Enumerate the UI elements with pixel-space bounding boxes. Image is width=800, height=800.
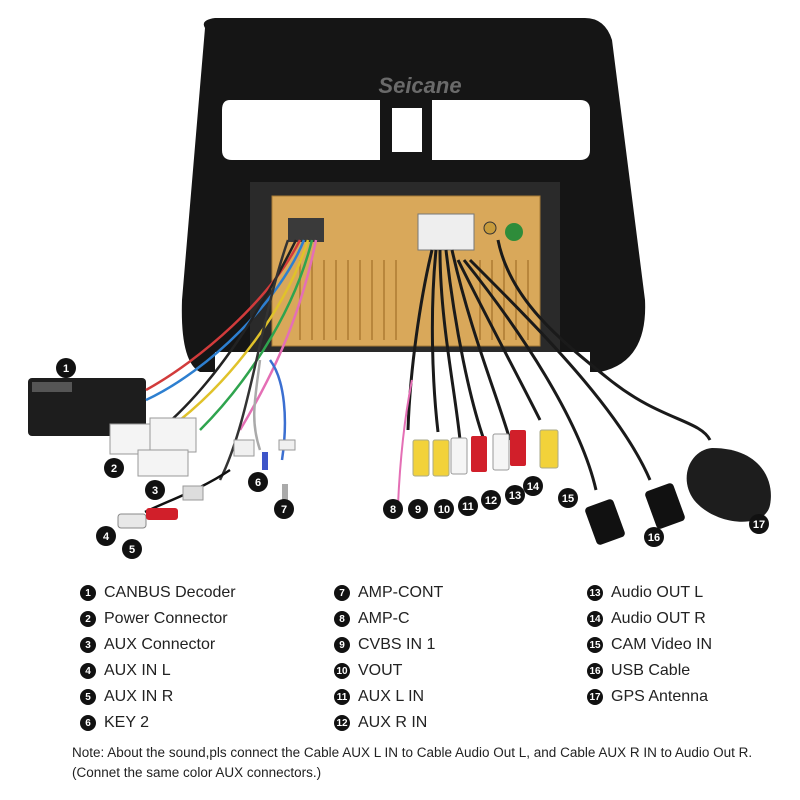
svg-text:12: 12 bbox=[485, 495, 497, 507]
legend-label: VOUT bbox=[358, 662, 403, 679]
aux-in-plugs bbox=[117, 508, 178, 529]
svg-text:15: 15 bbox=[562, 493, 574, 505]
aux-connector bbox=[182, 485, 204, 501]
svg-text:7: 7 bbox=[281, 504, 287, 516]
legend-label: AMP-C bbox=[358, 610, 410, 627]
callout-6: 6 bbox=[248, 472, 268, 492]
callout-12: 12 bbox=[481, 490, 501, 510]
legend-label: Power Connector bbox=[104, 610, 228, 627]
legend-label: AMP-CONT bbox=[358, 584, 444, 601]
rca-cables bbox=[397, 239, 712, 506]
canbus-decoder bbox=[28, 378, 146, 436]
svg-text:16: 16 bbox=[648, 532, 660, 544]
legend-label: USB Cable bbox=[611, 662, 691, 679]
gps-antenna bbox=[686, 448, 771, 522]
wiring-diagram: Seicane bbox=[28, 18, 771, 559]
svg-text:1: 1 bbox=[63, 363, 69, 375]
callouts: 1 2 3 4 5 6 7 8 9 10 11 12 13 14 15 16 1… bbox=[56, 358, 769, 559]
legend-label: CVBS IN 1 bbox=[358, 636, 436, 653]
power-connector bbox=[109, 417, 197, 477]
rca-plugs bbox=[412, 429, 559, 477]
callout-2: 2 bbox=[104, 458, 124, 478]
svg-text:14: 14 bbox=[527, 481, 540, 493]
callout-1: 1 bbox=[56, 358, 76, 378]
svg-text:5: 5 bbox=[129, 544, 135, 556]
callout-9: 9 bbox=[408, 499, 428, 519]
note-text: Note: About the sound,pls connect the Ca… bbox=[72, 745, 753, 780]
usb-cable-ends bbox=[585, 483, 685, 545]
callout-14: 14 bbox=[523, 476, 543, 496]
callout-5: 5 bbox=[122, 539, 142, 559]
svg-text:6: 6 bbox=[255, 477, 261, 489]
svg-text:3: 3 bbox=[152, 485, 158, 497]
legend-label: AUX L IN bbox=[358, 688, 425, 705]
legend-label: GPS Antenna bbox=[611, 688, 708, 705]
key-amp-plugs bbox=[233, 439, 296, 502]
legend-label: Audio OUT R bbox=[611, 610, 706, 627]
svg-text:17: 17 bbox=[753, 519, 765, 531]
callout-4: 4 bbox=[96, 526, 116, 546]
callout-11: 11 bbox=[458, 496, 478, 516]
callout-10: 10 bbox=[434, 499, 454, 519]
legend-label: CAM Video IN bbox=[611, 636, 713, 653]
callout-7: 7 bbox=[274, 499, 294, 519]
svg-text:10: 10 bbox=[438, 504, 450, 516]
svg-text:11: 11 bbox=[462, 501, 474, 513]
legend-label: AUX Connector bbox=[104, 636, 216, 653]
legend-label: AUX IN R bbox=[104, 688, 174, 705]
legend-label: AUX IN L bbox=[104, 662, 171, 679]
callout-8: 8 bbox=[383, 499, 403, 519]
svg-text:13: 13 bbox=[509, 490, 521, 502]
svg-text:4: 4 bbox=[103, 531, 110, 543]
head-unit-back-panel bbox=[271, 195, 541, 347]
legend-label: Audio OUT L bbox=[611, 584, 704, 601]
brand-logo: Seicane bbox=[378, 73, 461, 98]
callout-15: 15 bbox=[558, 488, 578, 508]
callout-17: 17 bbox=[749, 514, 769, 534]
legend-label: AUX R IN bbox=[358, 714, 428, 731]
legend-label: CANBUS Decoder bbox=[104, 584, 236, 601]
callout-13: 13 bbox=[505, 485, 525, 505]
svg-text:2: 2 bbox=[111, 463, 117, 475]
callout-3: 3 bbox=[145, 480, 165, 500]
svg-text:9: 9 bbox=[415, 504, 421, 516]
callout-16: 16 bbox=[644, 527, 664, 547]
legend-label: KEY 2 bbox=[104, 714, 150, 731]
svg-text:8: 8 bbox=[390, 504, 396, 516]
